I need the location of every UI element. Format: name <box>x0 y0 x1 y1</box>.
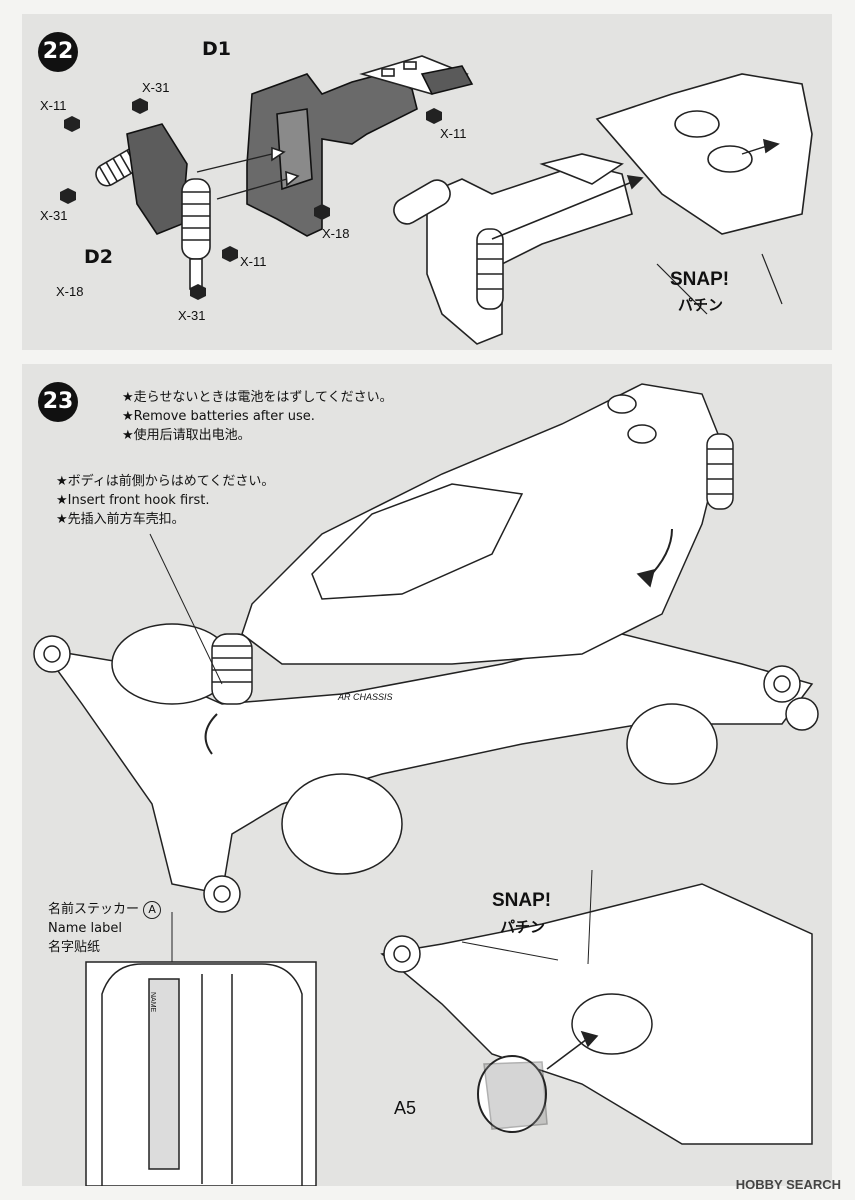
battery-warning-cn: ★使用后请取出电池。 <box>122 428 251 443</box>
body-install-en: ★Insert front hook first. <box>56 493 210 508</box>
part-label-x11: X-11 <box>240 254 267 269</box>
part-label-x18: X-18 <box>56 284 84 299</box>
step-22-illustration <box>60 55 813 345</box>
battery-warning-en: ★Remove batteries after use. <box>122 409 315 424</box>
body-install-cn: ★先插入前方车壳扣。 <box>56 512 185 527</box>
part-label-x11: X-11 <box>40 98 67 113</box>
snap-label-jp: パチン <box>500 918 546 936</box>
sticker-sheet-icon: A <box>143 901 162 919</box>
body-install-jp: ★ボディは前側からはめてください。 <box>56 474 275 489</box>
part-label-d1: D1 <box>202 38 231 60</box>
battery-warning-jp: ★走らせないときは電池をはずしてください。 <box>122 390 393 405</box>
name-label-jp: 名前ステッカー A <box>48 900 162 919</box>
name-label-note: 名前ステッカー A Name label 名字贴纸 <box>48 900 162 957</box>
part-label-x31: X-31 <box>178 308 206 323</box>
part-label-x31: X-31 <box>142 80 170 95</box>
snap-label-jp: パチン <box>678 296 724 314</box>
name-label-en: Name label <box>48 921 122 936</box>
watermark: HOBBY SEARCH <box>735 1177 841 1192</box>
body-install-note: ★ボディは前側からはめてください。 ★Insert front hook fir… <box>56 472 274 529</box>
step-23-illustration <box>33 383 819 1186</box>
part-label-x31: X-31 <box>40 208 68 223</box>
part-label-d2: D2 <box>84 246 113 268</box>
part-label-a5: A5 <box>394 1098 417 1118</box>
step-number-badge: 22 <box>38 32 78 72</box>
snap-label: SNAP! <box>670 269 730 290</box>
step-22-panel: 22 <box>22 14 832 350</box>
step-23-panel: 23 <box>22 364 832 1186</box>
chassis-logo: AR CHASSIS <box>338 692 393 702</box>
sticker-name-text: NAME <box>149 992 156 1013</box>
name-label-cn: 名字贴纸 <box>48 940 101 955</box>
part-label-x11: X-11 <box>440 126 467 141</box>
battery-warning-note: ★走らせないときは電池をはずしてください。 ★Remove batteries … <box>122 388 393 445</box>
step-number-badge: 23 <box>38 382 78 422</box>
part-label-x18: X-18 <box>322 226 350 241</box>
snap-label: SNAP! <box>492 890 552 911</box>
